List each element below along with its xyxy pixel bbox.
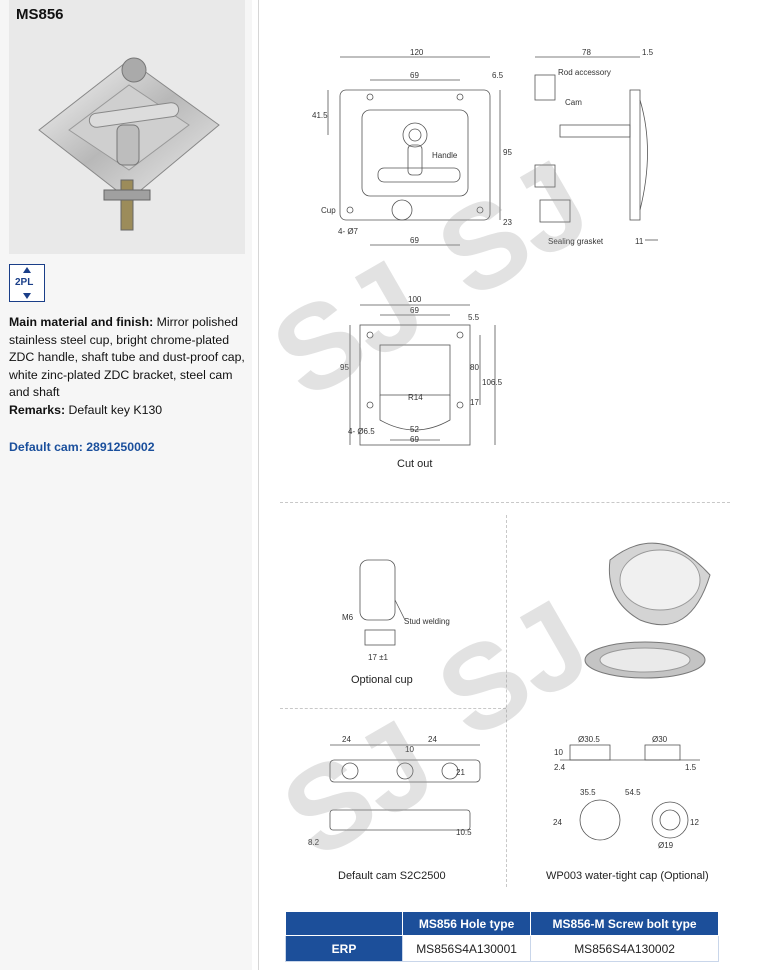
- technical-drawing: Rod accessory Cam Handle Cup Sealing gra…: [308, 48, 711, 850]
- dim-23: 23: [503, 218, 512, 227]
- cup-label: Cup: [321, 206, 336, 215]
- cap-dim-54-5: 54.5: [625, 788, 641, 797]
- stud-welding-label: Stud welding: [404, 617, 450, 626]
- cut-dim-5-5: 5.5: [468, 313, 480, 322]
- cam-dim-10: 10: [405, 745, 414, 754]
- cap-caption: WP003 water-tight cap (Optional): [546, 870, 709, 882]
- cut-dim-52: 52: [410, 425, 419, 434]
- rod-accessory-label: Rod accessory: [558, 68, 611, 77]
- cap-dim-19: Ø19: [658, 841, 674, 850]
- product-title: MS856: [16, 6, 64, 23]
- optional-cup-drawing: [359, 559, 396, 621]
- product-photo: [38, 57, 220, 231]
- section-divider-2: [280, 708, 506, 709]
- cut-dim-69-bottom: 69: [410, 435, 419, 444]
- cut-dim-100: 100: [408, 295, 422, 304]
- erp-value-screw-bolt-type: MS856S4A130002: [530, 935, 719, 962]
- cut-dim-80: 80: [470, 363, 479, 372]
- optional-cup-caption: Optional cup: [351, 674, 413, 686]
- cam-label: Cam: [565, 98, 582, 107]
- erp-row-label: ERP: [285, 935, 403, 962]
- material-text: Mirror polished stainless steel cup, bri…: [9, 315, 245, 399]
- cut-dim-106-5: 106.5: [482, 378, 503, 387]
- packaging-badge: 2PL: [9, 264, 45, 302]
- erp-header-hole-type: MS856 Hole type: [401, 911, 532, 936]
- dim-95: 95: [503, 148, 512, 157]
- badge-label: 2PL: [15, 277, 34, 288]
- cap-dim-35-5: 35.5: [580, 788, 596, 797]
- column-divider: [258, 0, 259, 970]
- dim-120: 120: [410, 48, 424, 57]
- product-sidebar: MS856 2PL Main material and finish: Mirr…: [0, 0, 252, 970]
- default-cam-drawing: [329, 759, 481, 783]
- handle-label: Handle: [432, 151, 458, 160]
- cut-dim-hole: 4- Ø6.5: [348, 427, 375, 436]
- sealing-gasket-label: Sealing grasket: [548, 237, 604, 246]
- cap-dim-24: 24: [553, 818, 562, 827]
- cutout-caption: Cut out: [397, 458, 433, 470]
- cut-dim-69-top: 69: [410, 306, 419, 315]
- cut-dim-95: 95: [340, 363, 349, 372]
- cap-dim-2-4: 2.4: [554, 763, 566, 772]
- dim-69-top: 69: [410, 71, 419, 80]
- dim-69-bottom: 69: [410, 236, 419, 245]
- dim-41-5: 41.5: [312, 111, 328, 120]
- cap-dim-12: 12: [690, 818, 699, 827]
- dim-hole-main: 4- Ø7: [338, 227, 359, 236]
- dim-11: 11: [635, 237, 644, 246]
- cut-dim-17: 17: [470, 398, 479, 407]
- dim-6-5: 6.5: [492, 71, 504, 80]
- cam-dim-21: 21: [456, 768, 465, 777]
- cap-photo: [584, 542, 711, 679]
- dim-78: 78: [582, 48, 591, 57]
- cup-dim-m6: M6: [342, 613, 354, 622]
- cup-dim-17: 17 ±1: [368, 653, 389, 662]
- erp-row: ERP MS856S4A130001 MS856S4A130002: [285, 935, 719, 962]
- default-cam-link[interactable]: Default cam: 2891250002: [9, 440, 155, 454]
- material-label: Main material and finish:: [9, 315, 154, 329]
- cam-dim-10-5: 10.5: [456, 828, 472, 837]
- cap-side-drawing: [569, 744, 611, 761]
- section-divider-vertical: [506, 515, 507, 887]
- cap-dim-1-5: 1.5: [685, 763, 697, 772]
- cap-dim-30-5: Ø30.5: [578, 735, 600, 744]
- remarks-text: Default key K130: [68, 402, 163, 417]
- cam-dim-8-2: 8.2: [308, 838, 320, 847]
- erp-header-screw-bolt-type: MS856-M Screw bolt type: [530, 911, 719, 936]
- cut-dim-r14: R14: [408, 393, 423, 402]
- cam-dim-24-right: 24: [428, 735, 437, 744]
- cam-dim-24-left: 24: [342, 735, 351, 744]
- cap-dim-30: Ø30: [652, 735, 668, 744]
- remarks-label: Remarks:: [9, 402, 66, 417]
- cutout-outline: [359, 324, 471, 446]
- product-description: Main material and finish: Mirror polishe…: [9, 314, 247, 419]
- dim-1-5: 1.5: [642, 48, 654, 57]
- erp-value-hole-type: MS856S4A130001: [401, 935, 532, 962]
- section-divider-1: [280, 502, 730, 503]
- default-cam-caption: Default cam S2C2500: [338, 870, 446, 882]
- cap-top-drawing: [579, 799, 621, 841]
- erp-table: MS856 Hole type MS856-M Screw bolt type …: [285, 911, 719, 962]
- cap-dim-10: 10: [554, 748, 563, 757]
- lock-body-outline: [339, 89, 491, 221]
- erp-header-blank: [285, 911, 403, 936]
- erp-header-row: MS856 Hole type MS856-M Screw bolt type: [285, 911, 719, 936]
